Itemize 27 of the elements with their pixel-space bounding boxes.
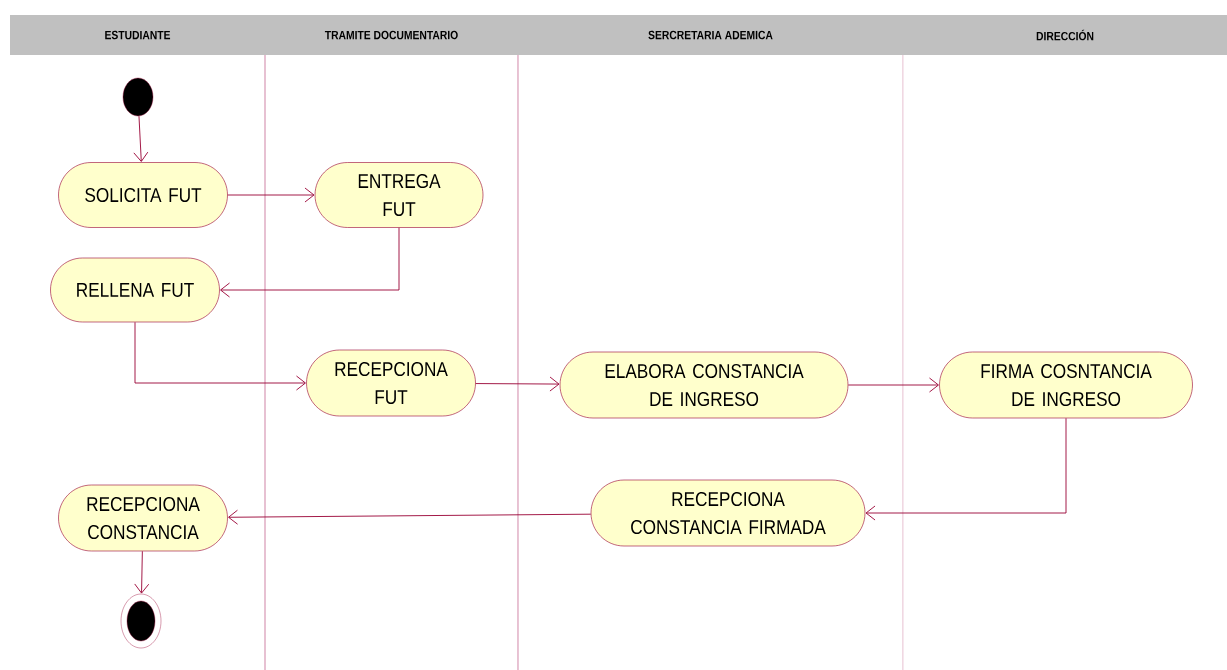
node-label: DIRECCIÓN xyxy=(1036,29,1094,41)
arrow xyxy=(133,115,149,162)
arrow xyxy=(847,377,939,393)
end-circle xyxy=(120,593,162,649)
start-circle xyxy=(122,77,154,117)
node-label: SERCRETARIA ADEMICA xyxy=(648,30,773,40)
arrow xyxy=(475,376,560,392)
activity-box: FIRMA COSNTANCIA DE INGRESO xyxy=(939,351,1193,419)
activity-box: RECEPCIONA FUT xyxy=(306,349,476,417)
lane-header: DIRECCIÓN xyxy=(903,15,1227,55)
arrow xyxy=(228,509,592,525)
lane-header: TRAMITE DOCUMENTARIO xyxy=(265,15,518,55)
activity-box: RELLENA FUT xyxy=(50,257,220,323)
arrow xyxy=(220,227,400,298)
activity-box: SOLICITA FUT xyxy=(58,162,228,228)
activity-box: ENTREGA FUT xyxy=(314,162,484,228)
arrow xyxy=(134,321,306,391)
arrow xyxy=(134,550,150,594)
node-label: TRAMITE DOCUMENTARIO xyxy=(324,30,458,40)
lane-header: SERCRETARIA ADEMICA xyxy=(518,15,903,55)
activity-box: ELABORA CONSTANCIA DE INGRESO xyxy=(559,351,849,419)
node-label: ESTUDIANTE xyxy=(105,30,171,40)
lane-header: ESTUDIANTE xyxy=(10,15,265,55)
activity-box: RECEPCIONA CONSTANCIA FIRMADA xyxy=(590,479,866,547)
arrow xyxy=(865,417,1067,521)
arrow xyxy=(227,187,315,203)
activity-box: RECEPCIONA CONSTANCIA xyxy=(58,484,228,552)
